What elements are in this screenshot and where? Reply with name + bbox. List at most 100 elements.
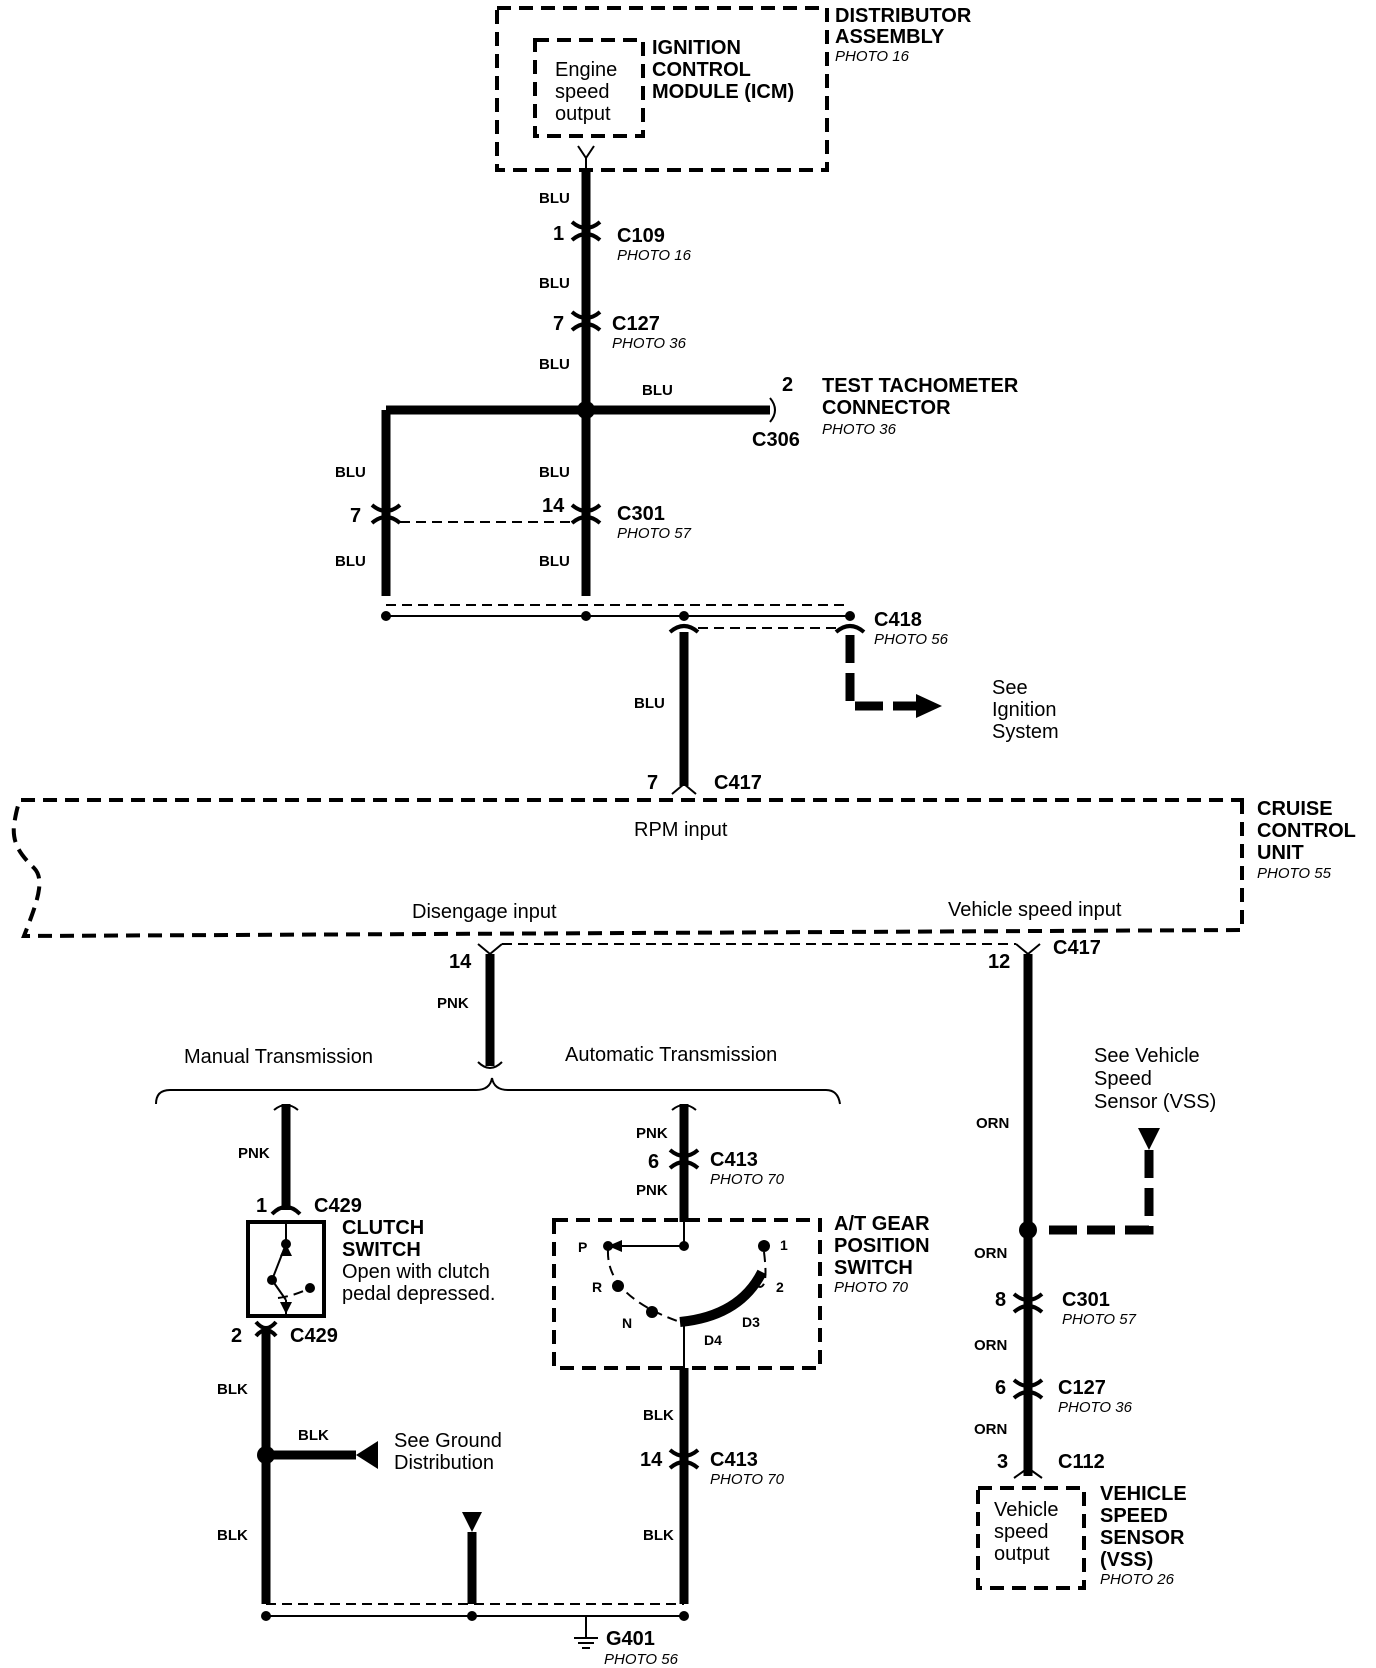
- at-pos-n: N: [622, 1315, 632, 1331]
- distributor-title-line2: ASSEMBLY: [835, 26, 945, 48]
- c418-connector-left: [668, 624, 700, 634]
- tach-pin: 2: [782, 374, 793, 396]
- wire-color-blk-5: BLK: [643, 1527, 674, 1544]
- c301-bottom-photo: PHOTO 57: [1062, 1311, 1137, 1328]
- c112-pin: 3: [997, 1451, 1008, 1473]
- wire-color-blu-4: BLU: [335, 464, 366, 481]
- connector-c301-top: 7 14 C301 PHOTO 57: [350, 495, 692, 542]
- wire-color-blu-8: BLU: [634, 695, 665, 712]
- c112-connector: [1013, 1466, 1043, 1479]
- wire-color-orn-1: ORN: [976, 1115, 1009, 1132]
- c418-connector-right: [834, 624, 866, 634]
- c301-top-pin-right: 14: [542, 495, 565, 517]
- tach-conn-id: C306: [752, 429, 800, 451]
- connector-c109: 1 C109 PHOTO 16: [553, 220, 692, 264]
- icm-output-line2: speed: [555, 81, 610, 103]
- clutch-title-line1: CLUTCH: [342, 1217, 424, 1239]
- ground-ref-arrow: [356, 1441, 378, 1469]
- icm-output-box: [533, 38, 645, 138]
- c417-mid-left-connector: [477, 943, 503, 956]
- cruise-control-unit-box: [11, 798, 1244, 939]
- ground-bus-node-1: [261, 1611, 271, 1621]
- wire-color-blu-5: BLU: [539, 464, 570, 481]
- wire-color-blu-3: BLU: [539, 356, 570, 373]
- wire-color-pnk-4: PNK: [636, 1182, 668, 1199]
- at-gear-photo: PHOTO 70: [834, 1279, 909, 1296]
- c418-label: C418: [874, 609, 922, 631]
- at-gear-title-line1: A/T GEAR: [834, 1213, 930, 1235]
- c127-top-photo: PHOTO 36: [612, 335, 687, 352]
- c429-top-label: C429: [314, 1195, 362, 1217]
- vss-title-line2: SPEED: [1100, 1505, 1168, 1527]
- clutch-title-line2: SWITCH: [342, 1239, 421, 1261]
- g401-label: G401: [606, 1628, 655, 1650]
- at-pos-p: P: [578, 1239, 587, 1255]
- tach-title-line1: TEST TACHOMETER: [822, 375, 1019, 397]
- c127-top-pin: 7: [553, 313, 564, 335]
- vss-title-line3: SENSOR: [1100, 1527, 1185, 1549]
- ignition-ref-line1: See: [992, 677, 1028, 699]
- cruise-title-line3: UNIT: [1257, 842, 1304, 864]
- cruise-photo: PHOTO 55: [1257, 865, 1332, 882]
- ignition-ref-line2: Ignition: [992, 699, 1057, 721]
- at-gear-switch-box: [552, 1218, 822, 1370]
- ground-ref-line2: Distribution: [394, 1452, 494, 1474]
- c417-top-label: C417: [714, 772, 762, 794]
- clutch-desc-line1: Open with clutch: [342, 1261, 490, 1283]
- vss-output-box: [976, 1486, 1086, 1590]
- c413-bottom-connector: [668, 1448, 700, 1470]
- c417-top-pin: 7: [647, 772, 658, 794]
- icm-title-line2: CONTROL: [652, 59, 751, 81]
- c109-photo: PHOTO 16: [617, 247, 692, 264]
- at-pos-r: R: [592, 1279, 602, 1295]
- wire-color-blk-1: BLK: [217, 1381, 248, 1398]
- c301-bottom-label: C301: [1062, 1289, 1110, 1311]
- wire-color-blk-4: BLK: [643, 1407, 674, 1424]
- distributor-photo: PHOTO 16: [835, 48, 910, 65]
- c413-bottom-label: C413: [710, 1449, 758, 1471]
- c127-bottom-label: C127: [1058, 1377, 1106, 1399]
- vss-ref-line1: See Vehicle: [1094, 1045, 1200, 1067]
- c301-top-pin-left: 7: [350, 505, 361, 527]
- vss-photo: PHOTO 26: [1100, 1571, 1175, 1588]
- vss-output-line3: output: [994, 1543, 1050, 1565]
- c418-node-2: [581, 611, 591, 621]
- c418-photo: PHOTO 56: [874, 631, 949, 648]
- vss-splice: [1019, 1221, 1037, 1239]
- c301-bottom-pin: 8: [995, 1289, 1006, 1311]
- c109-label: C109: [617, 225, 665, 247]
- c417-mid-label: C417: [1053, 937, 1101, 959]
- c413-bottom-pin: 14: [640, 1449, 663, 1471]
- wire-color-blu-6: BLU: [335, 553, 366, 570]
- vss-ref-arrow: [1138, 1128, 1160, 1150]
- c413-top-label: C413: [710, 1149, 758, 1171]
- cruise-title-line1: CRUISE: [1257, 798, 1333, 820]
- at-pos-d4: D4: [704, 1332, 722, 1348]
- c127-bottom-photo: PHOTO 36: [1058, 1399, 1133, 1416]
- icm-title-line1: IGNITION: [652, 37, 741, 59]
- c413-top-photo: PHOTO 70: [710, 1171, 785, 1188]
- ground-post-arrow: [462, 1512, 482, 1532]
- c112-label: C112: [1058, 1451, 1105, 1473]
- at-gear-title-line3: SWITCH: [834, 1257, 913, 1279]
- wire-color-blu-1: BLU: [539, 190, 570, 207]
- at-pos-2: 2: [776, 1279, 784, 1295]
- c413-top-pin: 6: [648, 1151, 659, 1173]
- icm-title-line3: MODULE (ICM): [652, 81, 794, 103]
- vss-ref-line2: Speed: [1094, 1068, 1152, 1090]
- wire-color-orn-4: ORN: [974, 1421, 1007, 1438]
- c127-bottom-pin: 6: [995, 1377, 1006, 1399]
- cruise-rpm-input: RPM input: [634, 819, 728, 841]
- c417-mid-pin-left: 14: [449, 951, 472, 973]
- wire-color-blk-3: BLK: [217, 1527, 248, 1544]
- c429-bottom-label: C429: [290, 1325, 338, 1347]
- c417-mid-right-connector: [1015, 943, 1041, 956]
- vss-ref-wire: [1046, 1150, 1154, 1235]
- distributor-assembly-box: [495, 6, 829, 172]
- tach-connector-symbol: [769, 397, 776, 423]
- ignition-ref-line3: System: [992, 721, 1059, 743]
- at-gear-title-line2: POSITION: [834, 1235, 930, 1257]
- cruise-vss-input: Vehicle speed input: [948, 899, 1122, 921]
- c429-top-connector: [270, 1205, 302, 1216]
- ground-bus-node-3: [679, 1611, 689, 1621]
